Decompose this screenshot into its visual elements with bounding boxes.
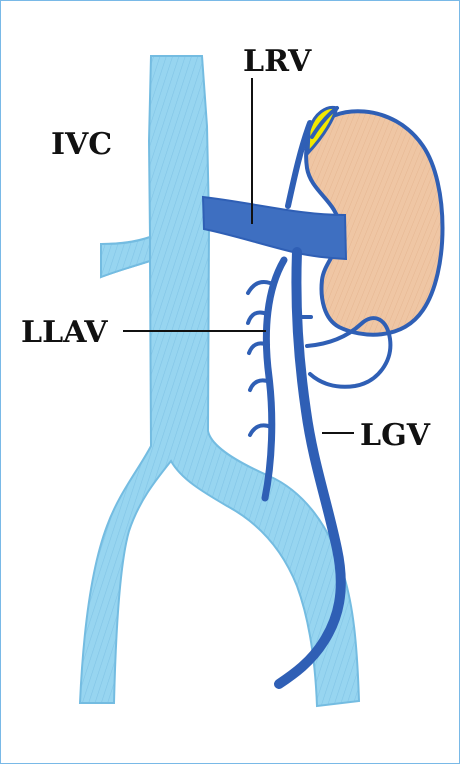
lrv-label: LRV <box>243 44 312 79</box>
llav-label: LLAV <box>21 315 108 350</box>
ivc-label: IVC <box>51 127 112 162</box>
lgv-label: LGV <box>360 418 431 453</box>
ivc-left-branch <box>101 237 150 277</box>
llav-branch-1 <box>248 282 270 293</box>
llav-main <box>265 260 284 498</box>
left-lumbar-ascending-vein <box>248 260 284 498</box>
llav-branch-5 <box>250 425 271 435</box>
lrv-trunk <box>203 197 346 259</box>
